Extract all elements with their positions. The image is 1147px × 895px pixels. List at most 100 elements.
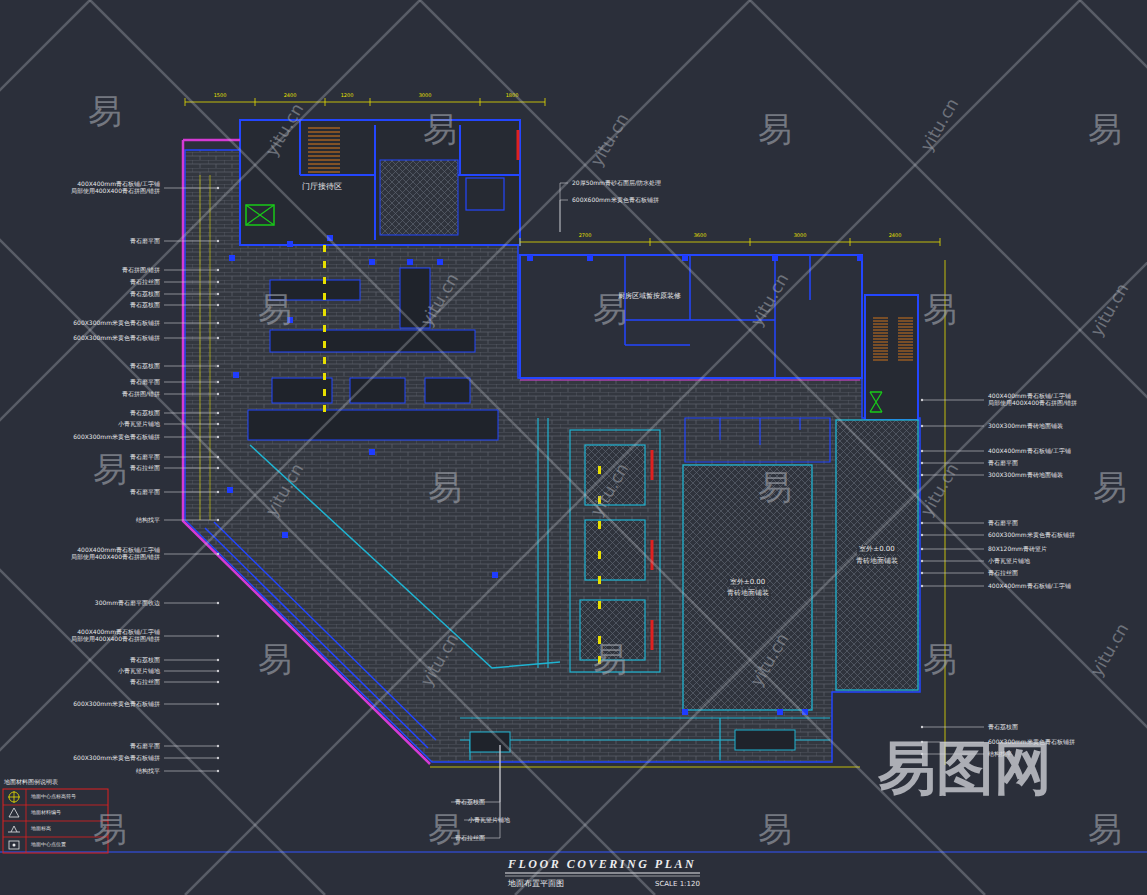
legend-text: 地面材料编号: [31, 810, 61, 816]
material-note: 80X120mm青砖竖片: [988, 546, 1047, 553]
material-note: 青石拉丝面: [988, 570, 1018, 577]
material-note: 青石荔枝面: [455, 799, 485, 806]
hatched-area: [836, 420, 918, 690]
leader-line: [164, 188, 218, 189]
watermark: 易: [923, 290, 957, 329]
stair-step: [898, 345, 913, 346]
watermark: 易: [1088, 810, 1122, 849]
legend-heading: 地面材料图例说明表: [4, 779, 58, 786]
material-note: 青石拼图/错拼: [122, 391, 160, 398]
leader-line: [922, 400, 984, 401]
watermark: yitu.cn: [1087, 620, 1133, 680]
stair-step: [873, 321, 888, 322]
stair-step: [308, 144, 340, 145]
watermark: yitu.cn: [747, 270, 793, 330]
leader-line: [164, 660, 218, 661]
material-note: 青石磨平面: [130, 743, 160, 750]
boundary-line: [520, 379, 860, 380]
stair-step: [873, 327, 888, 328]
title-underline: [505, 873, 700, 874]
stair-step: [873, 336, 888, 337]
column: [437, 259, 443, 265]
room-label-box: 厨房区域暂按原装修: [612, 290, 687, 302]
watermark-line: [0, 0, 750, 895]
legend-symbol: [8, 791, 20, 803]
material-note: 青石磨平面: [988, 460, 1018, 467]
material-note: 小青瓦竖片铺地: [468, 817, 510, 824]
material-note: 结构找平: [136, 517, 160, 524]
watermark: 易: [428, 810, 462, 849]
stair-step: [898, 360, 913, 361]
column: [772, 255, 778, 261]
stair-step: [873, 333, 888, 334]
level-marker: [323, 309, 326, 316]
material-note: 青石荔枝面: [130, 291, 160, 298]
leader-line: [922, 549, 984, 550]
leader-dot: [217, 757, 219, 759]
leader-dot: [217, 269, 219, 271]
leader-dot: [921, 726, 923, 728]
watermark: yitu.cn: [417, 630, 463, 690]
zone-text: 青砖地面铺装: [725, 589, 771, 597]
material-note: 青石拉丝面: [130, 679, 160, 686]
leader-dot: [217, 337, 219, 339]
leader-dot: [217, 412, 219, 414]
material-note: 400X400mm青石板铺/工字铺: [988, 448, 1071, 455]
stair-step: [308, 160, 340, 161]
legend-glyph: [8, 791, 20, 803]
stair-step: [898, 336, 913, 337]
material-note: 300X300mm青砖地面铺装: [988, 423, 1063, 430]
leader-line: [164, 520, 218, 521]
red-mark: [651, 450, 654, 480]
leader-dot: [921, 534, 923, 536]
leader-line: [164, 492, 218, 493]
column: [587, 255, 593, 261]
watermark-line: [1080, 0, 1147, 895]
leader-line: [560, 200, 568, 232]
material-note: 青石磨平面: [130, 454, 160, 461]
leader-line: [164, 437, 218, 438]
material-note: 400X400mm青石板铺/工字铺 局部使用400X400青石拼图/错拼: [50, 181, 160, 195]
drawing-title: FLOOR COVERING PLAN: [508, 858, 696, 872]
leader-dot: [217, 381, 219, 383]
floor-zone: 室外±0.00青砖地面铺装: [683, 465, 812, 710]
material-note: 小青瓦竖片铺地: [988, 558, 1030, 565]
material-note: 300mm青石磨平面收边: [95, 600, 160, 607]
level-marker: [598, 466, 601, 474]
stair-step: [873, 360, 888, 361]
leader-dot: [217, 681, 219, 683]
drawing-caption: 地面布置平面图: [508, 879, 564, 888]
material-note: 600X300mm米黄色青石板铺拼: [988, 532, 1075, 539]
dimension-tick: [520, 238, 521, 246]
stair-step: [898, 321, 913, 322]
material-note: 青石荔枝面: [130, 302, 160, 309]
dimension-value: 1200: [341, 93, 354, 99]
red-mark: [517, 130, 520, 160]
leader-dot: [921, 548, 923, 550]
stair-step: [898, 339, 913, 340]
zone-text: 青砖地面铺装: [854, 557, 900, 565]
watermark: 易: [93, 450, 127, 489]
stair-step: [898, 357, 913, 358]
stair-step: [308, 168, 340, 169]
watermark-line: [515, 0, 1147, 895]
column: [227, 487, 233, 493]
red-mark: [651, 540, 654, 570]
leader-dot: [217, 670, 219, 672]
leader-line: [164, 305, 218, 306]
table-block: [248, 410, 498, 440]
leader-dot: [217, 240, 219, 242]
title-rule: [0, 852, 1147, 853]
leader-line: [922, 727, 984, 728]
material-note: 600X300mm米黄色青石板铺拼: [73, 320, 160, 327]
door-symbol: [870, 392, 882, 412]
material-note: 400X400mm青石板铺/工字铺 局部使用400X400青石拼图/错拼: [988, 393, 1098, 407]
watermark: 易: [258, 640, 292, 679]
level-marker: [323, 373, 326, 380]
dimension-value: 1500: [214, 93, 227, 99]
level-marker: [323, 293, 326, 300]
stair-step: [898, 330, 913, 331]
leader-line: [164, 282, 218, 283]
